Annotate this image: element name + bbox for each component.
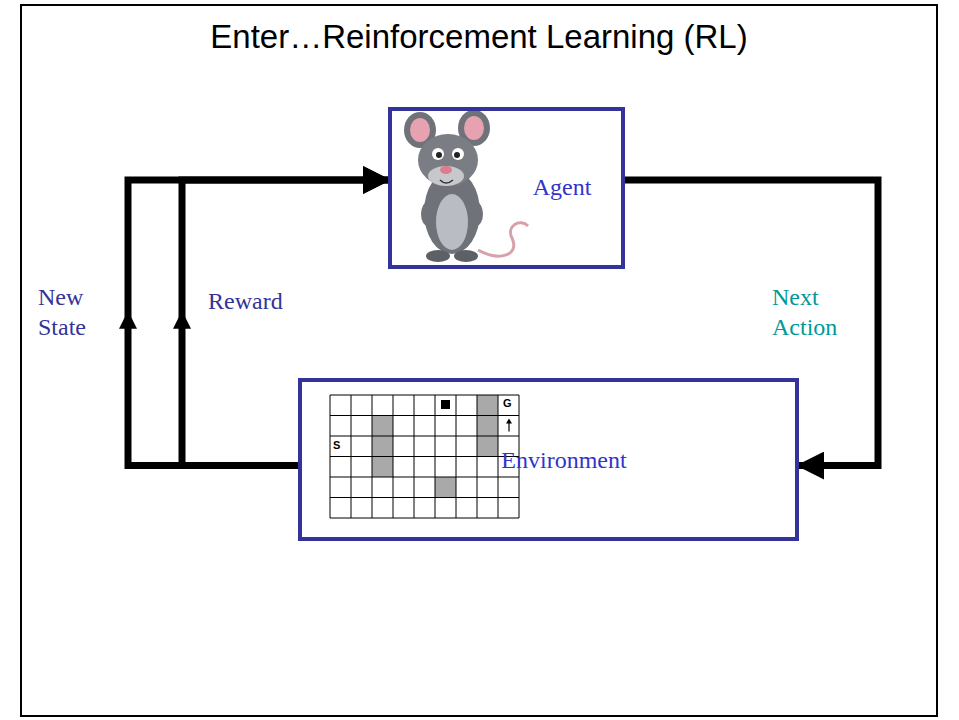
flow-connector — [625, 180, 878, 466]
edge-label: Next Action — [772, 282, 862, 342]
node-label: Agent — [533, 174, 592, 201]
grid-line — [330, 477, 519, 478]
direction-arrowhead — [119, 311, 137, 329]
slide-title: Enter…Reinforcement Learning (RL) — [22, 18, 936, 56]
slide-frame — [21, 5, 937, 716]
grid-line — [330, 518, 519, 519]
wall-cell — [372, 416, 393, 437]
agent-box: Agent — [388, 107, 625, 269]
wall-cell — [372, 457, 393, 478]
gridworld — [330, 395, 519, 518]
grid-letter: S — [333, 439, 340, 451]
grid-line — [330, 395, 519, 396]
rat-illustration — [404, 110, 528, 262]
flow-connector — [182, 180, 388, 466]
wall-cell — [477, 395, 498, 416]
edge-label: New State — [38, 282, 118, 342]
wall-cell — [477, 416, 498, 437]
grid-line — [330, 456, 519, 457]
grid-line — [330, 415, 519, 416]
node-label: Environment — [501, 447, 626, 474]
edge-label: Reward — [208, 286, 328, 316]
wall-cell — [435, 477, 456, 498]
grid-line — [330, 497, 519, 498]
direction-arrowhead — [173, 311, 191, 329]
flow-connector — [128, 180, 388, 466]
wall-cell — [372, 436, 393, 457]
environment-box: Environment — [298, 378, 799, 541]
grid-letter: G — [503, 397, 512, 409]
agent-marker — [441, 400, 450, 409]
wall-cell — [477, 436, 498, 457]
grid-line — [330, 436, 519, 437]
move-arrow-head — [506, 419, 512, 424]
